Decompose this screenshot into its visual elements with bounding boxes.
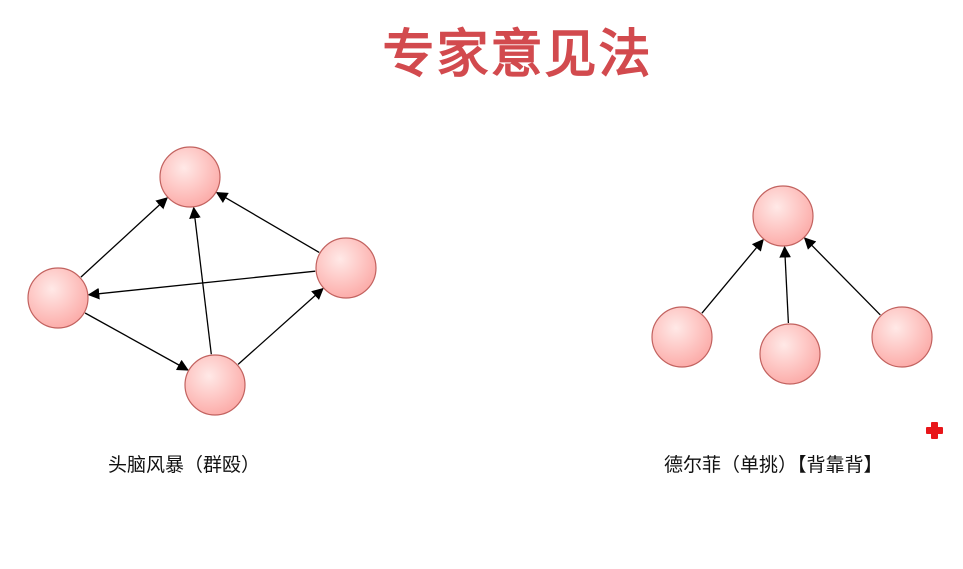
brainstorm-edge-right-to-left <box>87 270 316 300</box>
delphi-node-left <box>651 306 713 368</box>
delphi-edge-left-to-top <box>701 238 764 314</box>
brainstorm-node-left <box>27 267 89 329</box>
delphi-edge-right-to-top <box>803 237 881 316</box>
delphi-caption: 德尔菲（单挑）【背靠背】 <box>664 454 883 476</box>
brainstorm-edge-left-to-bottom <box>84 312 189 371</box>
brainstorm-node-right <box>315 237 377 299</box>
delphi-node-right <box>871 306 933 368</box>
delphi-node-middle <box>759 323 821 385</box>
brainstorm-node-bottom <box>184 354 246 416</box>
brainstorm-edge-left-to-top <box>80 197 168 278</box>
nodes-layer <box>27 146 933 416</box>
delphi-node-top <box>752 185 814 247</box>
delphi-edge-middle-to-top <box>779 245 791 324</box>
brainstorm-edge-bottom-to-right <box>237 287 324 365</box>
brainstorm-edge-right-to-top <box>215 192 320 253</box>
red-plus-icon <box>926 422 943 439</box>
brainstorm-edge-bottom-to-top <box>189 206 212 355</box>
brainstorm-caption: 头脑风暴（群殴） <box>108 454 261 476</box>
page-title: 专家意见法 <box>382 25 653 85</box>
edges-layer <box>80 192 881 371</box>
brainstorm-node-top <box>159 146 221 208</box>
